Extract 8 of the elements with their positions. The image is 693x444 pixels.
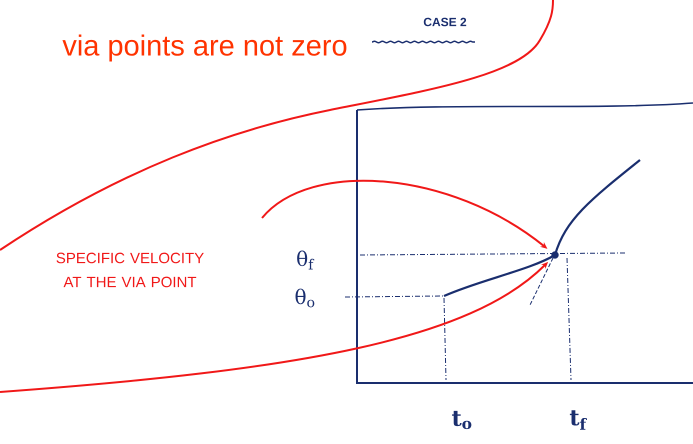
handwritten-note: SPECIFIC VELOCITY AT THE VIA POINT xyxy=(56,252,204,288)
axis-label: t$_{f}$ xyxy=(570,410,587,430)
axis-label: t$_{o}$ xyxy=(452,410,472,430)
axis-label: θ$_{f}$ xyxy=(297,250,314,270)
case-label: CASE 2 xyxy=(424,18,466,26)
via-points-heading: via points are not zero xyxy=(62,34,346,62)
via-point-dot xyxy=(551,251,559,259)
axis-label: θ$_{o}$ xyxy=(296,288,314,308)
